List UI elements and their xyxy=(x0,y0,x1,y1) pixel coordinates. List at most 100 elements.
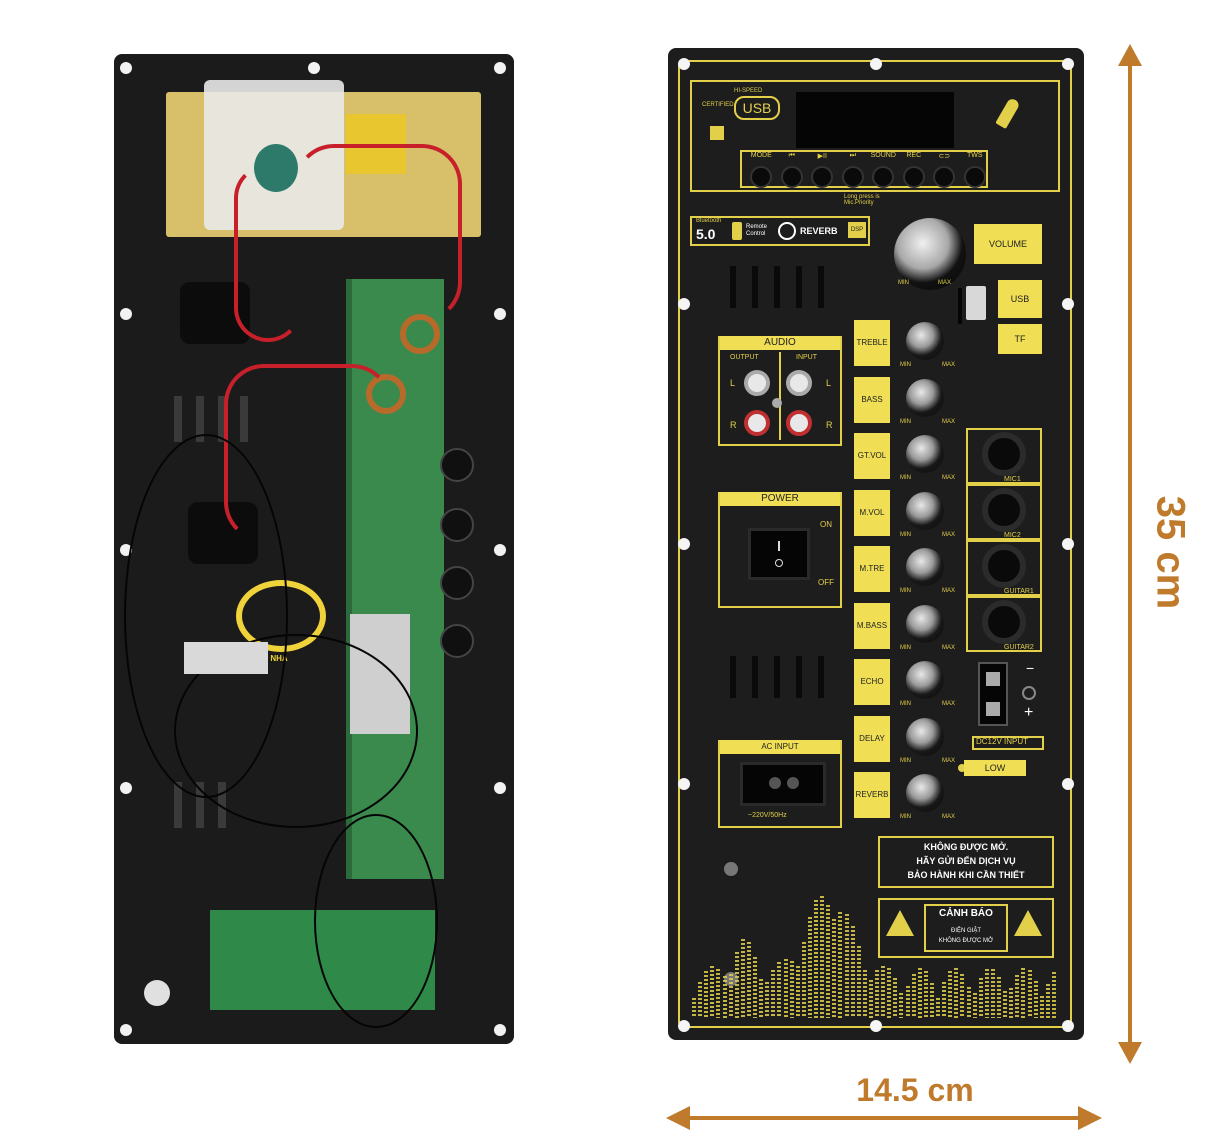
player-button[interactable] xyxy=(933,166,956,188)
player-button-label: ▶II xyxy=(817,153,827,160)
control-knob[interactable] xyxy=(906,774,944,812)
equalizer-bar xyxy=(728,974,733,1018)
low-label: LOW xyxy=(984,763,1006,773)
mount-hole xyxy=(870,58,882,70)
electric-shock-warning-icon xyxy=(886,910,914,936)
knob-label-box: M.BASS xyxy=(854,602,890,649)
audio-jack[interactable] xyxy=(982,488,1026,532)
vent-slot xyxy=(174,782,182,828)
internal-circuit-board: NHA xyxy=(114,54,514,1044)
black-wire xyxy=(174,634,418,828)
player-button-label: SOUND xyxy=(870,152,896,159)
player-button[interactable] xyxy=(750,166,773,188)
jack-label: GUITAR1 xyxy=(1004,588,1034,595)
warning-line-3: BẢO HÀNH KHI CẦN THIẾT xyxy=(907,870,1025,880)
dc-terminal[interactable] xyxy=(978,662,1008,726)
vent-slot xyxy=(796,656,802,698)
vent-slot xyxy=(730,266,736,308)
vent-slot xyxy=(774,266,780,308)
ac-input-socket[interactable] xyxy=(740,762,826,806)
potentiometer-knob xyxy=(440,624,474,658)
control-knob[interactable] xyxy=(906,661,944,699)
vent-slot xyxy=(218,396,226,442)
mount-hole xyxy=(120,308,132,320)
volume-knob[interactable] xyxy=(894,218,966,290)
audio-jack[interactable] xyxy=(982,544,1026,588)
equalizer-bar xyxy=(1003,991,1008,1018)
knob-max-label: MAX xyxy=(942,757,956,764)
mount-hole xyxy=(678,538,690,550)
control-knob[interactable] xyxy=(906,604,944,643)
knob-label-box: TREBLE xyxy=(854,320,890,366)
equalizer-bar xyxy=(783,958,788,1018)
mount-hole xyxy=(120,62,132,74)
player-button[interactable] xyxy=(841,166,864,188)
player-button-label: ⏭ xyxy=(849,152,856,159)
mount-hole xyxy=(678,298,690,310)
screw-icon xyxy=(772,398,782,408)
jack-frame xyxy=(966,428,1042,484)
rca-input-right[interactable] xyxy=(786,410,812,436)
audio-jack[interactable] xyxy=(982,600,1026,644)
control-knob[interactable] xyxy=(906,435,944,473)
audio-jack[interactable] xyxy=(982,432,1026,476)
knob-min-label: MIN xyxy=(900,644,911,651)
power-off-label: OFF xyxy=(818,578,834,587)
player-button[interactable] xyxy=(811,166,834,188)
power-switch-on-mark xyxy=(778,541,780,551)
player-button[interactable] xyxy=(872,166,895,188)
audio-output-r-label: R xyxy=(730,420,737,430)
player-button[interactable] xyxy=(963,166,986,188)
equalizer-bar xyxy=(704,970,709,1018)
vent-slot xyxy=(196,782,204,828)
control-knob[interactable] xyxy=(906,378,944,417)
jack-frame xyxy=(966,540,1042,596)
equalizer-bar xyxy=(753,957,757,1018)
red-wire xyxy=(234,164,302,342)
equalizer-bar xyxy=(1039,996,1044,1018)
power-switch-off-mark xyxy=(775,559,783,567)
rca-output-right[interactable] xyxy=(744,410,770,436)
player-button[interactable] xyxy=(902,166,925,188)
inductor-coil xyxy=(400,314,440,354)
jack-frame xyxy=(966,484,1042,540)
power-switch[interactable] xyxy=(748,528,810,580)
control-knob[interactable] xyxy=(906,322,944,360)
control-knob[interactable] xyxy=(906,491,944,530)
audio-input-r-label: R xyxy=(826,420,833,430)
vent-slot xyxy=(752,266,758,308)
vent-slot xyxy=(196,396,204,442)
reverb-icon xyxy=(778,222,796,240)
equalizer-bar xyxy=(905,986,910,1018)
usb-port[interactable] xyxy=(966,286,986,320)
equalizer-bar xyxy=(771,970,776,1018)
knob-max-label: MAX xyxy=(942,418,956,425)
equalizer-bar xyxy=(710,966,715,1018)
knob-label-box: REVERB xyxy=(854,772,890,818)
mount-hole xyxy=(1062,298,1074,310)
knob-label: M.TRE xyxy=(859,564,885,573)
knob-label-box: GT.VOL xyxy=(854,433,890,479)
player-button[interactable] xyxy=(780,166,803,188)
caution-inner-frame xyxy=(924,904,1008,952)
rca-output-left[interactable] xyxy=(744,370,770,396)
mount-hole xyxy=(1062,58,1074,70)
rca-input-left[interactable] xyxy=(786,370,812,396)
equalizer-bar xyxy=(893,978,898,1018)
dc-plus-label: + xyxy=(1024,704,1034,721)
equalizer-bar xyxy=(795,966,800,1018)
volume-max-label: MAX xyxy=(938,280,952,286)
player-button-label: ⏮ xyxy=(788,152,795,159)
control-knob[interactable] xyxy=(906,548,944,586)
equalizer-bar xyxy=(1045,984,1050,1018)
control-knob[interactable] xyxy=(906,717,944,756)
tf-slot[interactable] xyxy=(958,288,962,324)
vent-slot xyxy=(818,656,824,698)
led-display xyxy=(796,92,954,148)
equalizer-bar xyxy=(875,970,879,1018)
equalizer-bar xyxy=(850,926,855,1018)
vent-slot xyxy=(174,396,182,442)
knob-max-label: MAX xyxy=(942,644,956,651)
dsp-badge: DSP xyxy=(848,222,866,238)
